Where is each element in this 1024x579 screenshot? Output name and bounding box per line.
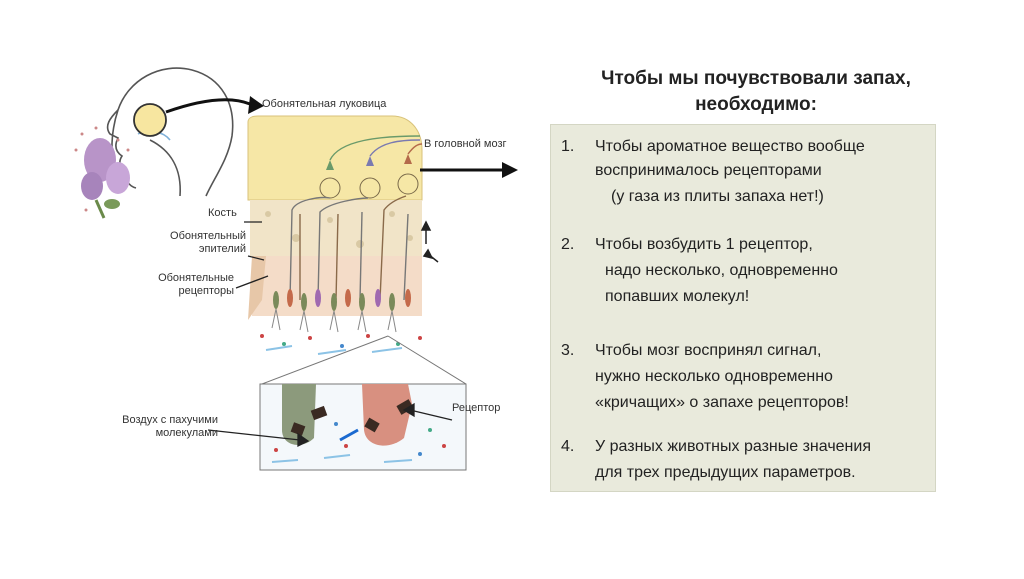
receptors-label-line-2: рецепторы bbox=[178, 285, 234, 297]
air-label-line-2: молекулами bbox=[155, 427, 218, 439]
olfaction-diagram bbox=[74, 67, 518, 471]
requirement-text: для трех предыдущих параметров. bbox=[595, 464, 856, 481]
air-molecules-label: Воздух с пахучими молекулами bbox=[104, 414, 218, 440]
requirement-text: воспринималось рецепторами bbox=[595, 162, 822, 179]
signal-arrows bbox=[420, 220, 439, 263]
airflow-streaks bbox=[265, 345, 403, 355]
green-receptor-cell bbox=[282, 384, 316, 445]
requirement-text: попавших молекул! bbox=[605, 288, 750, 305]
requirement-text: нужно несколько одновременно bbox=[595, 368, 833, 385]
bone-texture bbox=[265, 211, 413, 248]
epithelium-label-line-2: эпителий bbox=[198, 243, 246, 255]
mitral-cells bbox=[326, 154, 412, 170]
brain-axons bbox=[329, 135, 423, 161]
bone-label: Кость bbox=[208, 207, 237, 219]
to-brain-arrow-head bbox=[502, 162, 518, 178]
receptor-proteins bbox=[290, 399, 414, 436]
zoom-arrow-head bbox=[248, 96, 264, 114]
requirement-text: Чтобы мозг воспринял сигнал, bbox=[595, 342, 822, 359]
olfaction-figure: Обонятельная луковица В головной мозг Ко… bbox=[74, 67, 518, 471]
bone-layer bbox=[250, 200, 422, 256]
zoom-arrow bbox=[165, 98, 251, 114]
receptor-cells bbox=[273, 289, 411, 311]
odor-molecules bbox=[260, 334, 422, 348]
slide-title-line-2: необходимо: bbox=[695, 94, 817, 115]
requirement-text: «кричащих» о запахе рецепторов! bbox=[595, 394, 849, 411]
inset-molecule-path bbox=[339, 428, 359, 442]
slide-title-line-1: Чтобы мы почувствовали запах, bbox=[601, 68, 911, 89]
lilac-flower-illustration bbox=[74, 126, 130, 219]
slide-title: Чтобы мы почувствовали запах, необходимо… bbox=[556, 66, 956, 118]
requirement-text: У разных животных разные значения bbox=[595, 438, 871, 455]
epithelium-label-line-1: Обонятельный bbox=[170, 230, 246, 242]
receptors-label-line-1: Обонятельные bbox=[158, 272, 234, 284]
epithelium-edge bbox=[248, 256, 266, 320]
receptor-cilia bbox=[271, 308, 397, 333]
requirement-text: Чтобы ароматное вещество вообще bbox=[595, 138, 865, 155]
requirement-number: 3. bbox=[561, 342, 575, 359]
bulb-label: Обонятельная луковица bbox=[262, 98, 387, 110]
air-label-line-1: Воздух с пахучими bbox=[122, 414, 218, 426]
requirement-text: Чтобы возбудить 1 рецептор, bbox=[595, 236, 813, 253]
requirement-text: (у газа из плиты запаха нет!) bbox=[611, 188, 824, 205]
zoom-lines bbox=[261, 335, 467, 385]
inset-airflow bbox=[271, 454, 413, 463]
label-leaders bbox=[207, 221, 453, 448]
receptor-axons bbox=[289, 195, 409, 301]
receptors-label: Обонятельные рецепторы bbox=[140, 272, 234, 298]
receptor-label: Рецептор bbox=[452, 402, 501, 414]
requirements-box: 1. Чтобы ароматное вещество вообще воспр… bbox=[550, 124, 936, 492]
requirement-text: надо несколько, одновременно bbox=[605, 262, 838, 279]
olfactory-bulb-region bbox=[247, 115, 423, 201]
bulb-focus-circle bbox=[133, 103, 167, 137]
inset-molecules bbox=[274, 422, 446, 456]
epithelium-label: Обонятельный эпителий bbox=[156, 230, 246, 256]
requirement-number: 4. bbox=[561, 438, 575, 455]
requirement-number: 1. bbox=[561, 138, 575, 155]
brain-label: В головной мозг bbox=[424, 138, 507, 150]
requirement-number: 2. bbox=[561, 236, 575, 253]
